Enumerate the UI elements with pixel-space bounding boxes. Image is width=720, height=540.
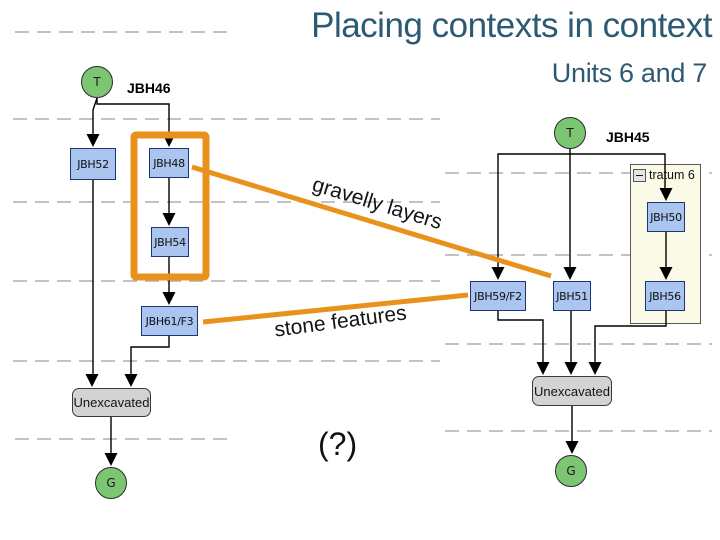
node-jbh61-f3[interactable]: JBH61/F3: [141, 306, 198, 336]
stratum-group-header: − tratum 6: [633, 168, 695, 182]
matrix-label-jbh46: JBH46: [127, 80, 171, 96]
question-mark-label: (?): [318, 426, 358, 462]
terminal-top-right[interactable]: T: [554, 117, 586, 149]
node-jbh48[interactable]: JBH48: [149, 148, 189, 178]
node-jbh56[interactable]: JBH56: [645, 281, 685, 311]
collapse-group-button[interactable]: −: [633, 168, 646, 182]
matrix-label-jbh45: JBH45: [606, 129, 650, 145]
stone-features-label: stone features: [273, 301, 408, 342]
gravelly-layers-label: gravelly layers: [309, 172, 445, 235]
terminal-top-left[interactable]: T: [81, 66, 113, 98]
terminal-bottom-right[interactable]: G: [555, 455, 587, 487]
page-title: Placing contexts in context: [311, 6, 712, 45]
terminal-bottom-left[interactable]: G: [95, 467, 127, 499]
node-jbh59-f2[interactable]: JBH59/F2: [470, 281, 526, 311]
node-jbh51[interactable]: JBH51: [553, 281, 591, 311]
node-jbh52[interactable]: JBH52: [70, 148, 116, 180]
stratum-group-label: tratum 6: [649, 168, 695, 182]
unexcavated-right[interactable]: Unexcavated: [532, 376, 612, 406]
unexcavated-left[interactable]: Unexcavated: [72, 388, 151, 417]
gravelly-layers-line: [191, 164, 552, 279]
node-jbh54[interactable]: JBH54: [151, 227, 189, 257]
page-subtitle: Units 6 and 7: [551, 58, 708, 88]
node-jbh50[interactable]: JBH50: [647, 202, 685, 232]
